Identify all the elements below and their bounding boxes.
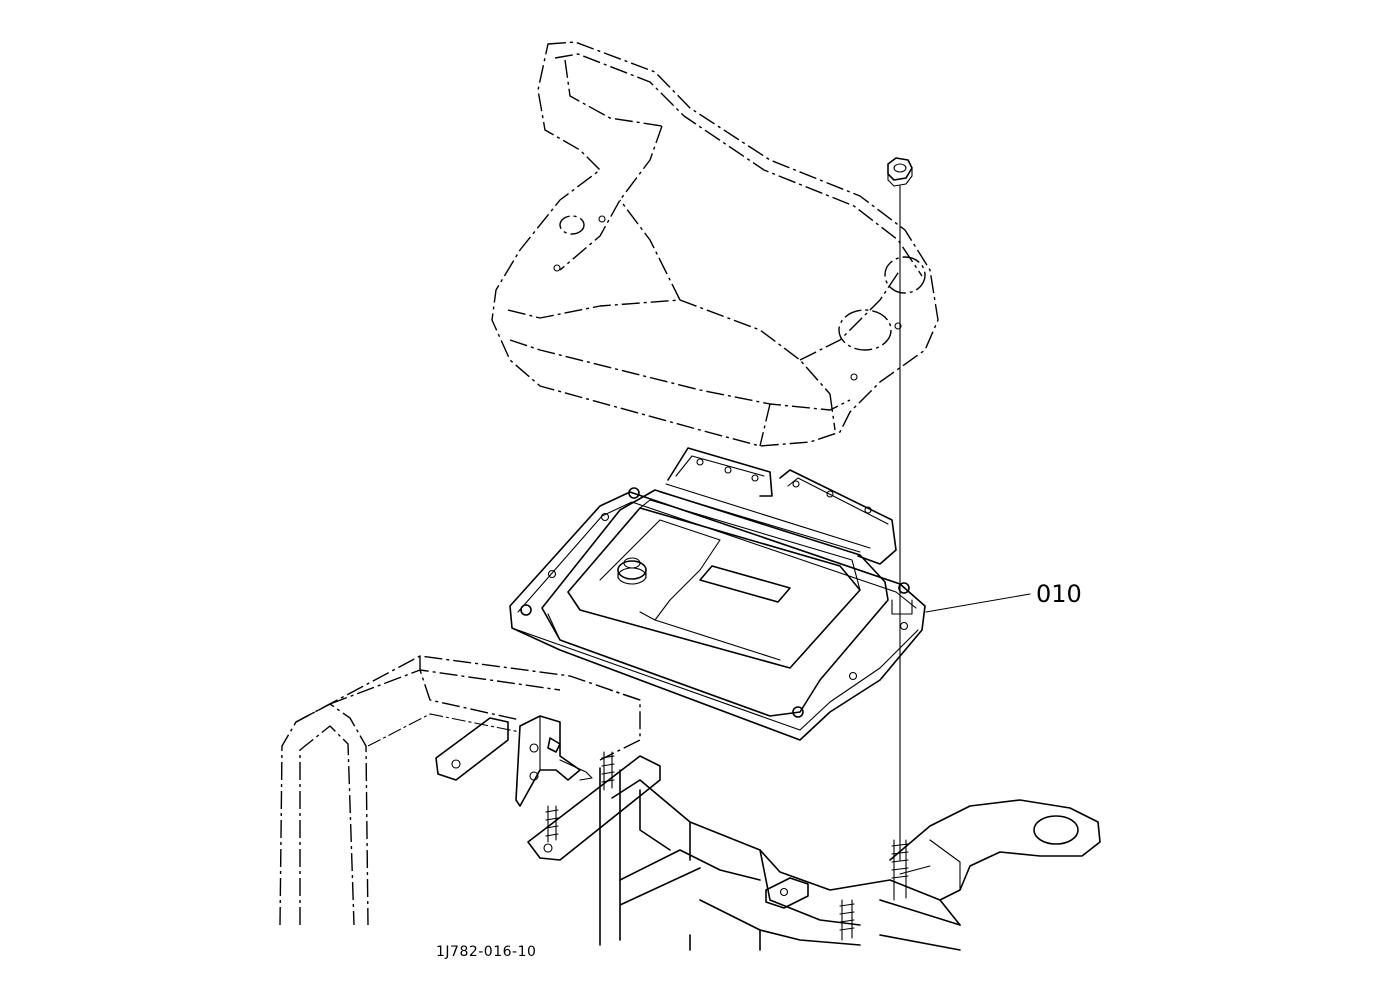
- part-number-callout[interactable]: 010: [1036, 580, 1082, 608]
- mounting-frame-phantom: [279, 655, 641, 926]
- ecu-module: [509, 447, 926, 741]
- ecu-cover-phantom: [491, 41, 939, 447]
- figure-code: 1J782-016-10: [436, 944, 536, 960]
- mounting-frame: [435, 715, 1101, 951]
- callout-leader: [925, 593, 1031, 613]
- hex-nut-icon: [887, 157, 913, 187]
